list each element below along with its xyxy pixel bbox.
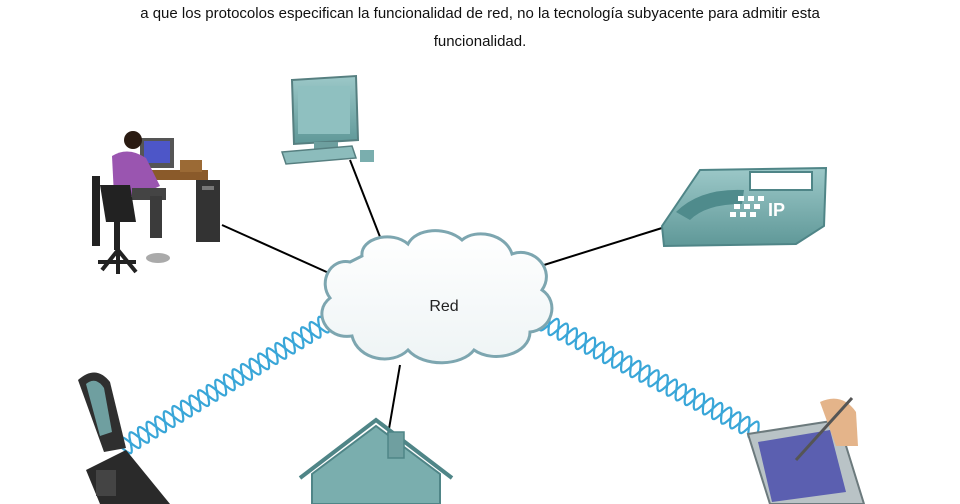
cloud-label: Red (429, 298, 458, 315)
caption: a que los protocolos especifican la func… (0, 0, 960, 56)
house-icon (298, 417, 454, 504)
ip-phone-badge: IP (768, 200, 785, 220)
workstation-icon (92, 131, 220, 274)
wireless-link-cell-phone-b (119, 320, 331, 450)
wireless-link-pda-b (539, 313, 759, 439)
link-desktop-computer (349, 159, 383, 243)
wireless-links (119, 313, 760, 455)
caption-line-2: funcionalidad. (433, 33, 527, 50)
link-workstation (221, 224, 341, 279)
pda-icon (746, 396, 866, 504)
cell-phone-icon (78, 372, 170, 504)
ip-phone-icon: IP (660, 166, 828, 248)
wired-links (221, 159, 663, 453)
link-ip-phone (527, 227, 663, 271)
desktop-computer-icon (280, 74, 374, 165)
network-cloud: Red (320, 229, 554, 365)
caption-line-1: a que los protocolos especifican la func… (140, 5, 820, 22)
